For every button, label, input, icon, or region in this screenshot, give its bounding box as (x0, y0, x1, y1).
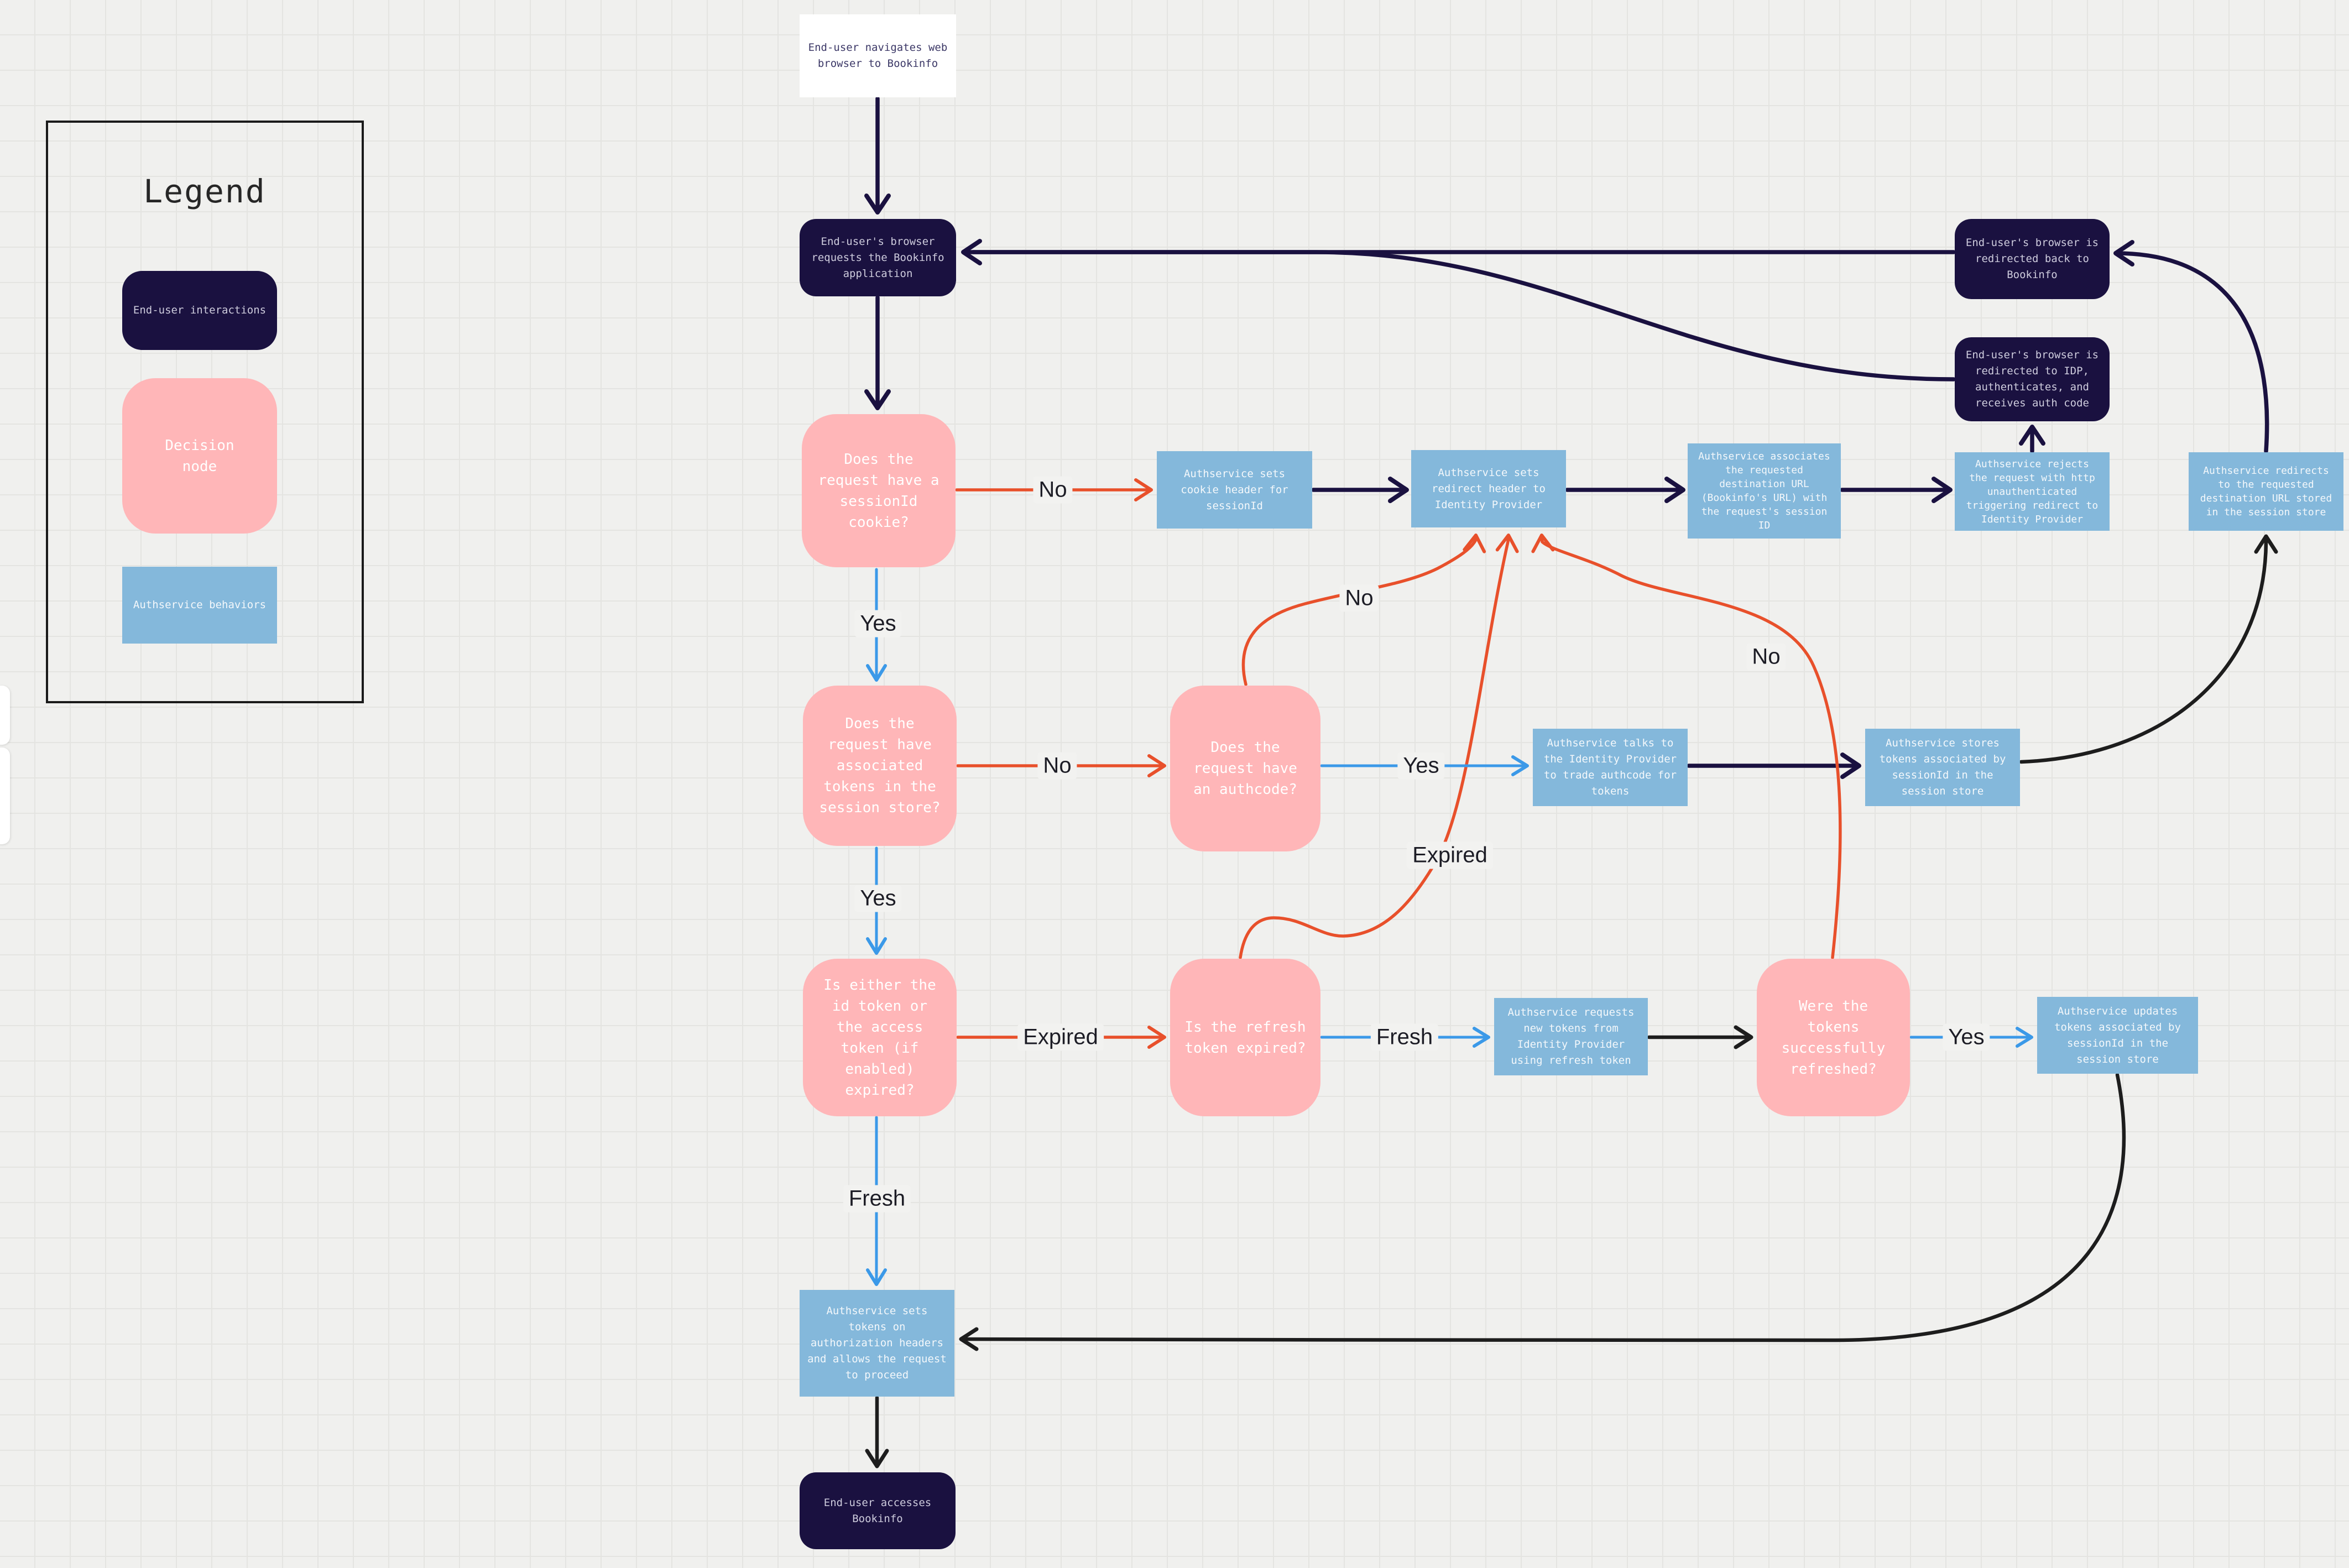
edge-label-no-authcode[interactable]: No (1339, 584, 1379, 612)
node-sets-cookie-header[interactable]: Authservice sets cookie header for sessi… (1157, 451, 1312, 529)
node-browser-requests[interactable]: End-user's browser requests the Bookinfo… (800, 219, 956, 296)
node-updates-tokens[interactable]: Authservice updates tokens associated by… (2037, 997, 2198, 1074)
edge-label-fresh-tokens[interactable]: Fresh (843, 1185, 911, 1212)
node-accesses-bookinfo[interactable]: End-user accesses Bookinfo (800, 1472, 956, 1549)
left-edge-handle-top[interactable] (0, 686, 10, 745)
left-edge-handle-bottom[interactable] (0, 748, 10, 844)
node-decision-session-cookie[interactable]: Does the request have a sessionId cookie… (802, 414, 956, 567)
legend-item-authservice-behaviors[interactable]: Authservice behaviors (122, 567, 277, 644)
legend-item-end-user-interactions[interactable]: End-user interactions (122, 271, 277, 350)
node-redirects-to-destination[interactable]: Authservice redirects to the requested d… (2189, 452, 2343, 531)
node-associates-destination-url[interactable]: Authservice associates the requested des… (1688, 443, 1841, 539)
legend-item-decision-node[interactable]: Decision node (122, 378, 277, 534)
edge-label-no-refreshed[interactable]: No (1746, 643, 1786, 671)
curve-idp-to-requests[interactable] (971, 250, 1956, 381)
node-decision-refreshed[interactable]: Were the tokens successfully refreshed? (1757, 959, 1910, 1116)
node-talks-to-idp[interactable]: Authservice talks to the Identity Provid… (1533, 729, 1688, 806)
edge-label-no-session[interactable]: No (1033, 476, 1073, 504)
node-decision-refresh-expired[interactable]: Is the refresh token expired? (1170, 959, 1320, 1116)
curve-refreshed-no[interactable] (1531, 534, 1842, 959)
node-decision-associated-tokens[interactable]: Does the request have associated tokens … (803, 686, 957, 846)
curve-stores-to-redirects[interactable] (2019, 534, 2278, 764)
edge-label-yes-session[interactable]: Yes (854, 610, 902, 637)
curve-redirects-to-back[interactable] (2113, 240, 2269, 453)
node-decision-authcode[interactable]: Does the request have an authcode? (1170, 686, 1320, 851)
legend-frame[interactable] (46, 121, 364, 703)
node-rejects-request[interactable]: Authservice rejects the request with htt… (1955, 452, 2110, 531)
node-requests-new-tokens[interactable]: Authservice requests new tokens from Ide… (1494, 998, 1648, 1075)
curve-refresh-expired[interactable] (1239, 534, 1519, 959)
node-sets-auth-headers[interactable]: Authservice sets tokens on authorization… (800, 1290, 954, 1397)
curve-updates-to-sets-tokens[interactable] (959, 1073, 2126, 1351)
edge-label-expired-tokens[interactable]: Expired (1017, 1023, 1104, 1051)
node-decision-token-expired[interactable]: Is either the id token or the access tok… (803, 959, 957, 1116)
edge-label-no-tokens[interactable]: No (1037, 752, 1077, 780)
node-stores-tokens[interactable]: Authservice stores tokens associated by … (1865, 729, 2020, 806)
node-redirected-to-idp[interactable]: End-user's browser is redirected to IDP,… (1955, 337, 2110, 421)
edge-label-yes-refreshed[interactable]: Yes (1943, 1023, 1990, 1051)
node-redirected-back[interactable]: End-user's browser is redirected back to… (1955, 219, 2110, 299)
legend-title: Legend (143, 173, 266, 210)
edge-label-yes-authcode[interactable]: Yes (1397, 752, 1445, 780)
node-sets-redirect-header[interactable]: Authservice sets redirect header to Iden… (1411, 450, 1566, 527)
edge-label-fresh-refresh[interactable]: Fresh (1370, 1023, 1439, 1051)
edge-label-expired-refresh[interactable]: Expired (1407, 842, 1493, 869)
node-start-navigates[interactable]: End-user navigates web browser to Bookin… (800, 14, 956, 97)
edge-label-yes-tokens[interactable]: Yes (854, 885, 902, 912)
